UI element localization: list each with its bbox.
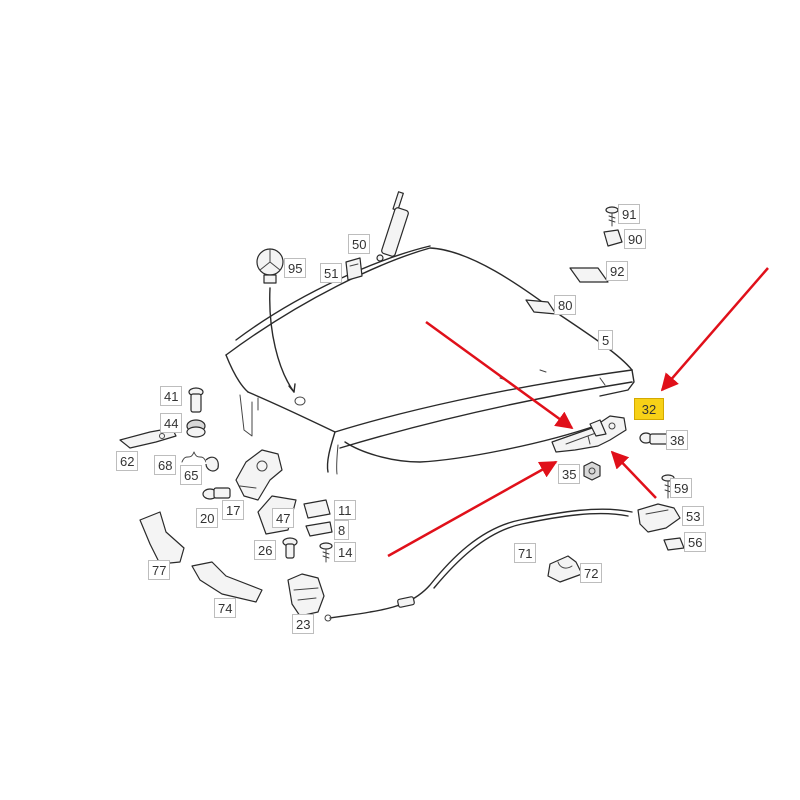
part-label-23[interactable]: 23 [292,614,315,634]
screw-91 [605,206,619,227]
part-label-71[interactable]: 71 [514,543,537,563]
part-label-20[interactable]: 20 [196,508,219,528]
part-label-65[interactable]: 65 [180,465,203,485]
plate-92 [569,267,609,283]
part-label-72[interactable]: 72 [580,563,603,583]
bushing-44 [186,419,206,438]
part-label-32-highlighted[interactable]: 32 [634,398,664,420]
part-label-35[interactable]: 35 [558,464,581,484]
part-label-95[interactable]: 95 [284,258,307,278]
part-label-53[interactable]: 53 [682,506,705,526]
nut-35 [583,461,601,481]
part-label-17[interactable]: 17 [222,500,245,520]
strip-74 [191,561,263,603]
release-handle [637,503,681,533]
part-label-11[interactable]: 11 [334,500,356,520]
cable-clip-72 [547,555,583,583]
part-label-74[interactable]: 74 [214,598,237,618]
part-label-77[interactable]: 77 [148,560,171,580]
bracket-23 [287,573,325,617]
part-label-26[interactable]: 26 [254,540,277,560]
bracket-80 [525,299,557,315]
part-label-68[interactable]: 68 [154,455,177,475]
pin-26 [282,537,298,559]
release-cable [329,508,633,619]
star-emblem [256,248,284,284]
part-label-14[interactable]: 14 [334,542,357,562]
arrow-to-latch-1 [425,320,574,430]
bracket-77 [139,511,185,565]
arrow-to-latch-3 [610,450,657,499]
clip-56 [663,537,685,551]
clip-nut-90 [603,229,623,247]
part-label-47[interactable]: 47 [272,508,295,528]
bolt-38 [639,432,669,445]
spring-68 [181,451,207,463]
part-label-44[interactable]: 44 [160,413,183,433]
part-label-38[interactable]: 38 [666,430,689,450]
part-label-5[interactable]: 5 [598,330,614,350]
release-cable-sheath [433,512,629,589]
part-label-92[interactable]: 92 [606,261,629,281]
gas-strut [376,191,409,262]
bolt-20 [202,487,231,500]
cable-sleeve [397,596,415,608]
screw-14 [319,542,333,563]
part-label-56[interactable]: 56 [684,532,707,552]
bracket-11 [303,499,331,519]
red-arrows [387,267,769,558]
hinge-17 [235,449,283,501]
part-label-8[interactable]: 8 [334,520,350,540]
part-label-41[interactable]: 41 [160,386,183,406]
emblem-leader-line [269,287,295,393]
part-label-51[interactable]: 51 [320,263,343,283]
hood-latch [551,415,627,453]
cable-end [324,614,332,622]
bolt-41 [188,387,204,413]
part-label-90[interactable]: 90 [624,229,647,249]
part-label-59[interactable]: 59 [670,478,693,498]
part-label-50[interactable]: 50 [348,234,371,254]
part-label-91[interactable]: 91 [618,204,641,224]
strut-clip [345,257,363,281]
emblem-leader-arrow [288,383,296,393]
clip-65 [205,456,219,472]
lever-62-hole [159,433,165,439]
arrow-to-latch-2 [387,460,558,558]
part-label-80[interactable]: 80 [554,295,577,315]
part-label-62[interactable]: 62 [116,451,139,471]
arrow-to-label-32 [660,267,769,392]
strip-8 [305,521,333,537]
